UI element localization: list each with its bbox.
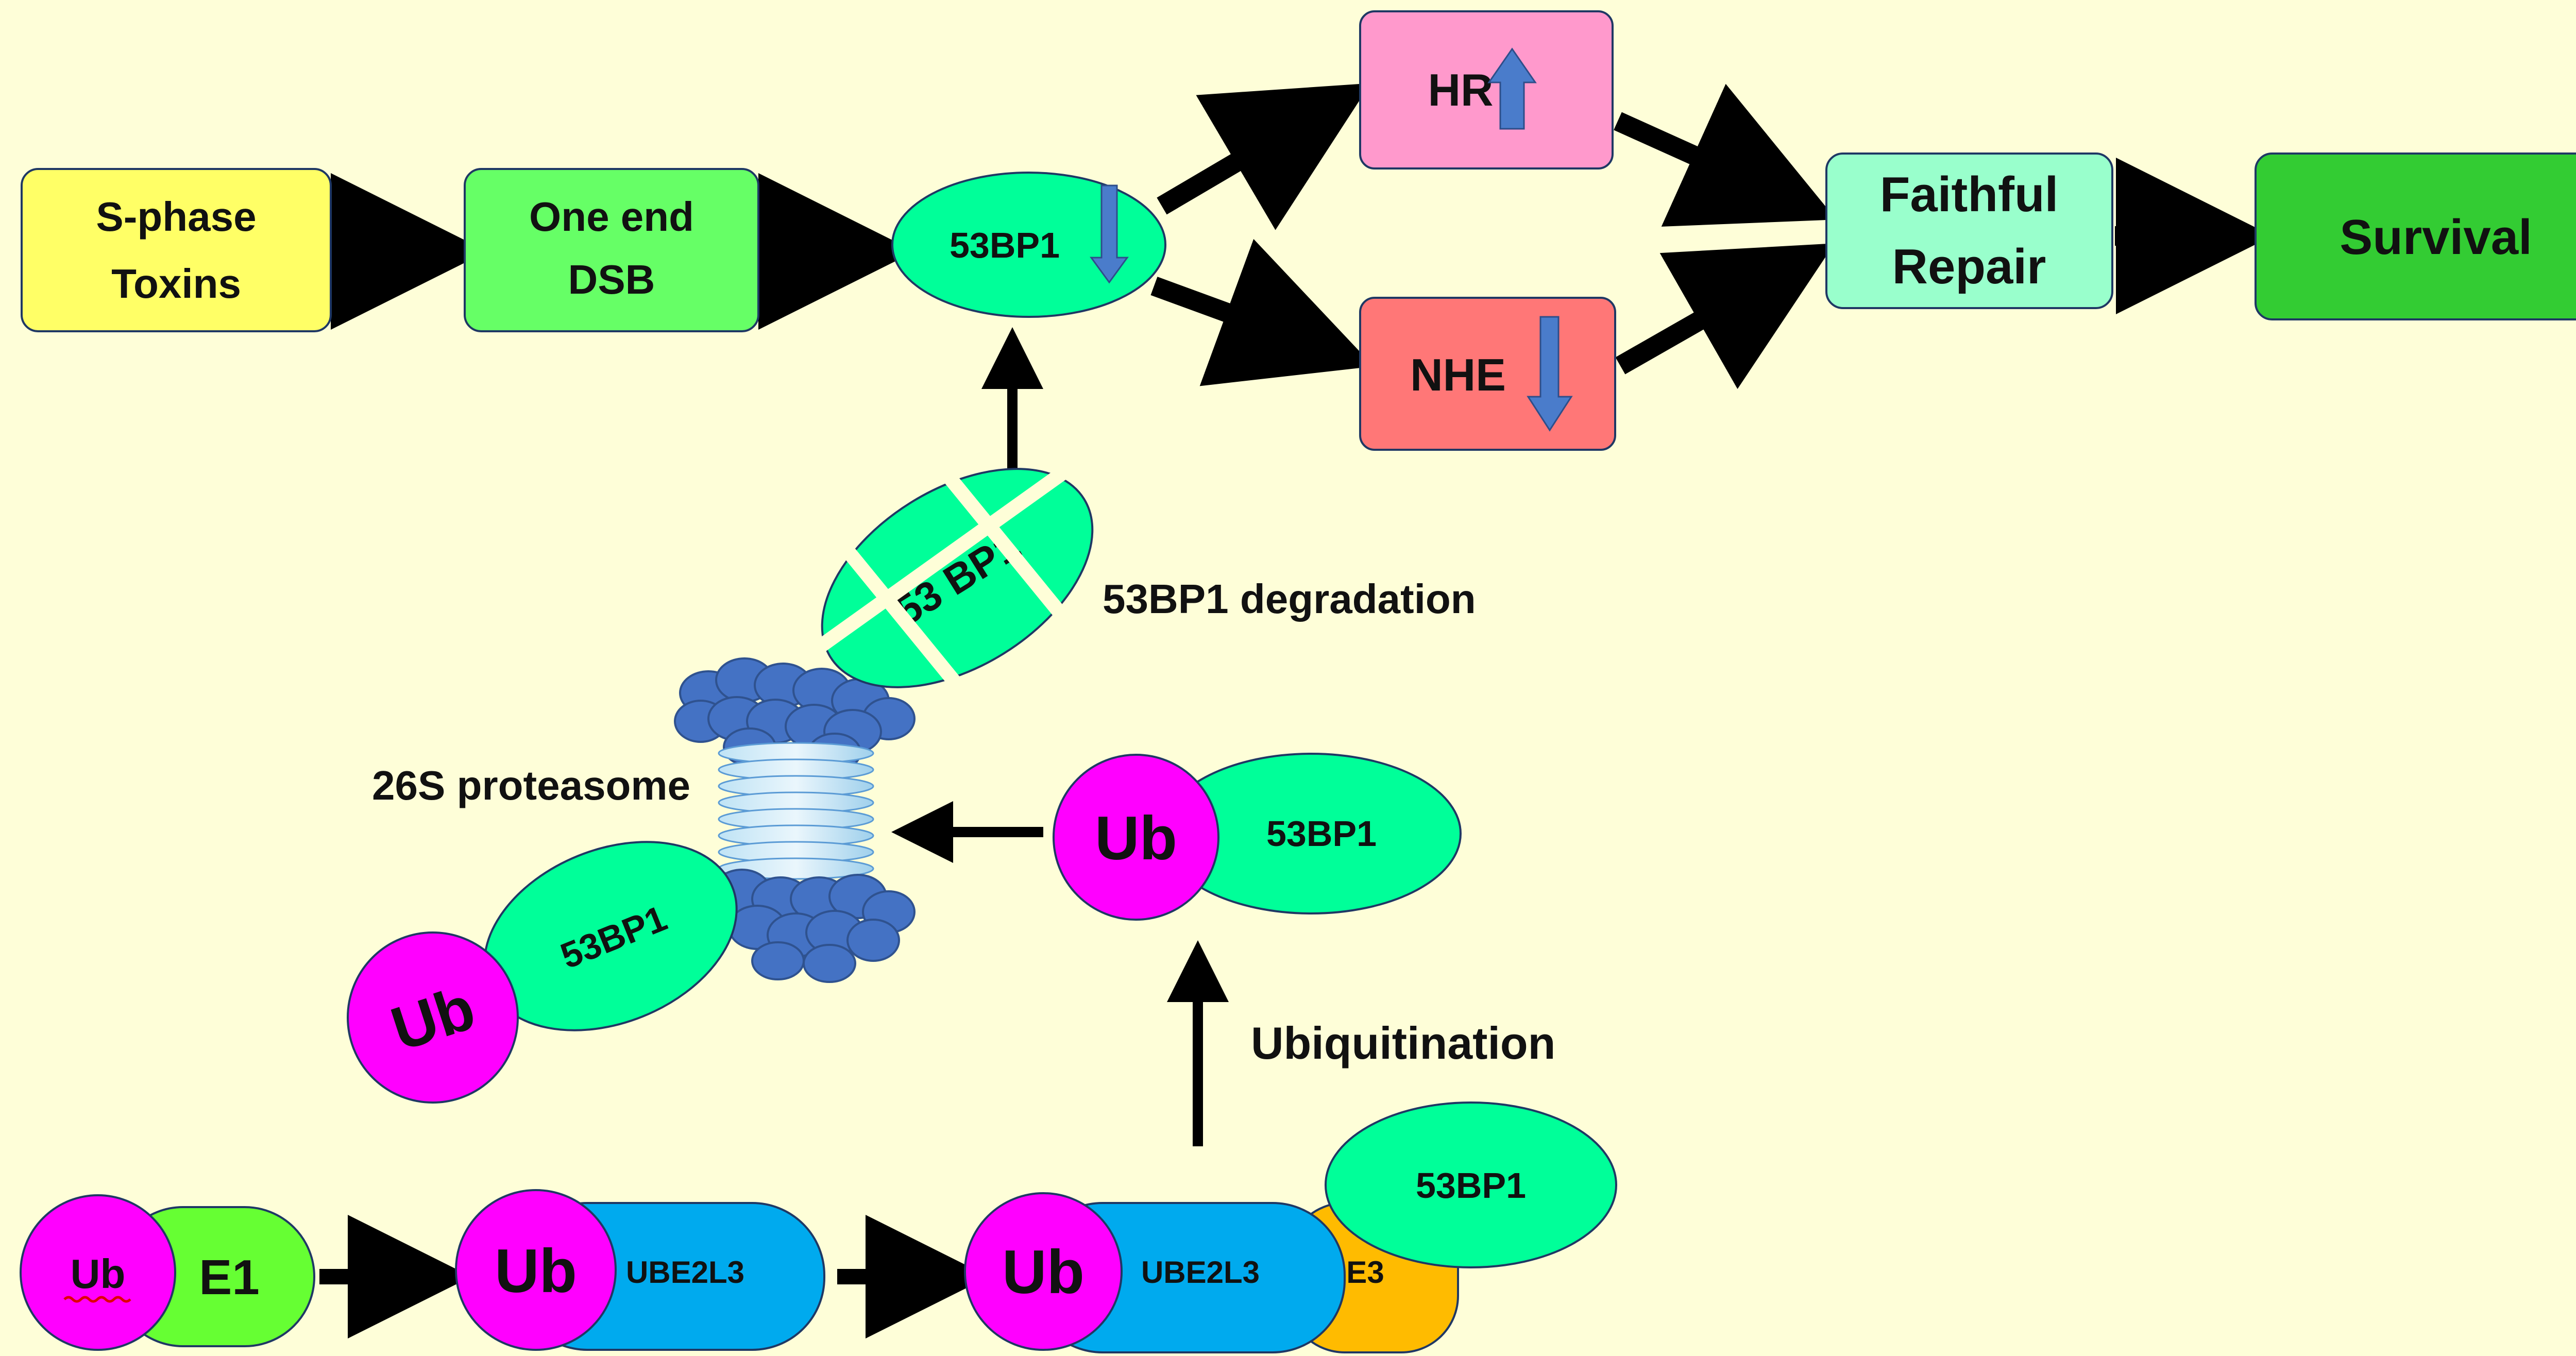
one-end-dsb-line1: One end (529, 194, 694, 240)
proteasome-bottom-cap (713, 869, 916, 983)
ub-53bp1-right: 53BP1 Ub (1053, 753, 1462, 921)
ub-53bp1-left: 53BP1 Ub (347, 841, 738, 1104)
degraded-53bp1: 53 BP1 (806, 455, 1094, 703)
hr-box: HR (1359, 10, 1614, 170)
faithful-repair-box: Faithful Repair (1825, 152, 2113, 309)
ub-53bp1-right-ub: Ub (1095, 804, 1177, 873)
hr-label: HR (1428, 64, 1493, 115)
degradation-label: 53BP1 degradation (1103, 576, 1476, 622)
faithful-repair-line1: Faithful (1880, 167, 2059, 222)
arrow-53bp1-to-hr (1157, 83, 1371, 230)
survival-label: Survival (2340, 210, 2532, 265)
s-phase-line1: S-phase (96, 194, 256, 240)
nhe-box: NHE (1359, 297, 1616, 451)
ubiquitination-label: Ubiquitination (1251, 1018, 1555, 1069)
protein-53bp1-label: 53BP1 (950, 225, 1060, 265)
nhe-label: NHE (1410, 349, 1506, 400)
down-arrow-icon (1090, 184, 1129, 284)
ub-53bp1-right-protein: 53BP1 (1266, 813, 1377, 854)
protein-53bp1-node: 53BP1 (891, 172, 1166, 318)
e1-label: E1 (199, 1250, 259, 1305)
ub-ube2l3-ub: Ub (495, 1236, 577, 1306)
down-arrow-icon (1527, 316, 1573, 432)
cut-lines (806, 455, 1084, 703)
arrows (319, 83, 2273, 1338)
substrate-53bp1-label: 53BP1 (1416, 1165, 1526, 1206)
ub-ube2l3-e3-ub: Ub (1002, 1238, 1084, 1307)
arrow-nhe-to-repair (1615, 243, 1835, 389)
ube2l3-e3-enzyme-label: UBE2L3 (1141, 1255, 1260, 1290)
faithful-repair-line2: Repair (1892, 239, 2046, 294)
spellcheck-underline (63, 1296, 131, 1303)
ub-ube2l3-e3-complex: E3 UBE2L3 Ub 53BP1 (964, 1101, 1617, 1353)
arrow-hr-to-repair (1614, 83, 1837, 227)
arrow-53bp1-to-nhe (1150, 239, 1374, 386)
up-arrow-icon (1487, 47, 1537, 130)
one-end-dsb-line2: DSB (568, 257, 655, 302)
survival-box: Survival (2255, 152, 2576, 320)
s-phase-line2: Toxins (111, 261, 241, 307)
ub-e1-complex: E1 Ub (20, 1194, 315, 1351)
proteasome-label: 26S proteasome (372, 762, 690, 808)
ub-e1-ub: Ub (71, 1251, 126, 1297)
one-end-dsb-box: One end DSB (464, 168, 759, 332)
ub-ube2l3-complex: UBE2L3 Ub (455, 1189, 825, 1351)
proteasome-core (718, 742, 874, 880)
e3-label: E3 (1346, 1255, 1384, 1290)
ube2l3-label: UBE2L3 (626, 1255, 744, 1290)
s-phase-toxins-box: S-phase Toxins (21, 168, 332, 332)
